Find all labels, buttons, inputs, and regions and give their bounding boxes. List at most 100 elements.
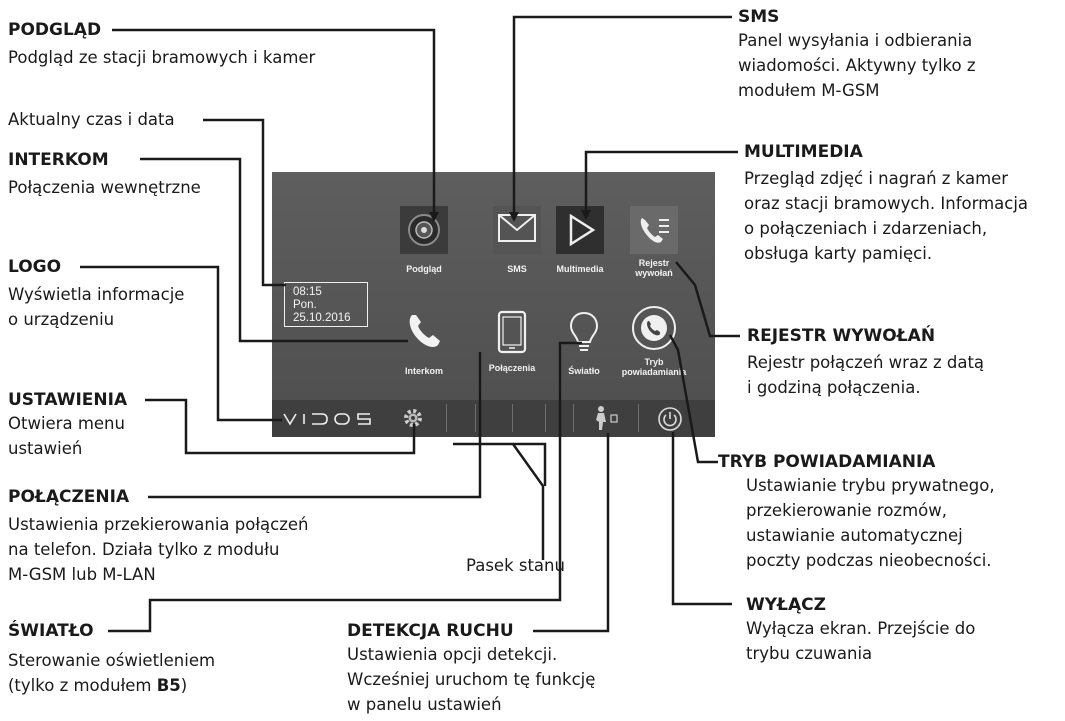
annotation-title: WYŁĄCZ xyxy=(746,595,826,615)
power-icon xyxy=(658,407,682,431)
annotation-desc: wiadomości. Aktywny tylko z xyxy=(738,56,976,75)
annotation-desc: oraz stacji bramowych. Informacja xyxy=(744,194,1029,213)
annotation-desc-part: ) xyxy=(180,676,188,695)
camera-icon xyxy=(408,214,440,246)
annotation-ustawienia: USTAWIENIA Otwiera menu ustawień xyxy=(8,389,127,461)
annotation-desc: Ustawienia opcji detekcji. xyxy=(347,645,558,664)
status-separator xyxy=(512,404,513,432)
call-log-icon xyxy=(640,218,669,243)
annotation-desc: Aktualny czas i data xyxy=(8,110,175,129)
annotation-desc: Rejestr połączeń wraz z datą xyxy=(747,353,985,372)
vidos-logo[interactable] xyxy=(282,410,382,432)
annotation-desc: (tylko z modułem B5) xyxy=(8,673,215,698)
status-separator xyxy=(475,404,476,432)
leader-podglad xyxy=(112,28,436,212)
annotation-desc: ustawianie automatycznej xyxy=(746,526,963,545)
clock-time: 08:15 xyxy=(293,286,322,298)
annotation-desc: o urządzeniu xyxy=(8,310,115,329)
motion-detection-icon xyxy=(596,406,618,430)
annotation-detekcja: DETEKCJA RUCHU Ustawienia opcji detekcji… xyxy=(347,620,595,717)
annotation-desc: o połączeniach i zdarzeniach, xyxy=(744,219,988,238)
leader-rejestr xyxy=(675,261,740,338)
annotation-title: DETEKCJA RUCHU xyxy=(347,621,514,641)
annotation-title: ŚWIATŁO xyxy=(8,621,94,641)
tile-tryb-label-2: powiadamiania xyxy=(621,367,687,377)
annotation-desc: obsługa karty pamięci. xyxy=(744,244,933,263)
annotation-desc: Wyświetla informacje xyxy=(8,285,185,304)
tile-multimedia[interactable] xyxy=(556,206,604,254)
tile-tryb[interactable] xyxy=(630,304,678,352)
tile-polaczenia[interactable] xyxy=(488,307,536,355)
tile-podglad-label: Podgląd xyxy=(406,264,442,274)
motion-detection-button[interactable] xyxy=(590,404,624,436)
clock-widget: 08:15 Pon. 25.10.2016 xyxy=(284,282,368,327)
annotation-title: PODGLĄD xyxy=(8,20,102,40)
lightbulb-icon xyxy=(569,311,599,351)
annotation-title: TRYB POWIADAMIANIA xyxy=(718,452,936,472)
annotation-title: USTAWIENIA xyxy=(8,390,128,410)
leader-sms xyxy=(512,15,732,212)
annotation-desc: trybu czuwania xyxy=(746,644,873,663)
annotation-desc: poczty podczas nieobecności. xyxy=(746,551,992,570)
tile-polaczenia-label: Połączenia xyxy=(488,363,536,373)
annotation-desc: ustawień xyxy=(8,439,83,458)
annotation-logo: LOGO Wyświetla informacje o urządzeniu xyxy=(8,256,184,332)
tile-rejestr-label-2: wywołań xyxy=(635,268,673,278)
tablet-icon xyxy=(497,310,527,354)
leader-polaczenia xyxy=(148,352,482,499)
tile-multimedia-label: Multimedia xyxy=(556,264,604,274)
annotation-desc-part: (tylko z modułem xyxy=(8,676,157,695)
leader-pasek xyxy=(453,442,545,560)
annotation-title: INTERKOM xyxy=(8,150,109,170)
annotation-swiatlo: ŚWIATŁO Sterowanie oświetleniem (tylko z… xyxy=(8,620,215,698)
clock-day: Pon. xyxy=(293,299,317,311)
leader-swiatlo xyxy=(108,341,582,633)
annotation-desc: Przegląd zdjęć i nagrań z kamer xyxy=(744,169,1009,188)
power-button[interactable] xyxy=(656,405,684,437)
tile-interkom-label: Interkom xyxy=(404,366,443,376)
tile-sms-label: SMS xyxy=(507,264,527,274)
annotation-desc: M-GSM lub M-LAN xyxy=(8,565,156,584)
annotation-desc: Ustawienia przekierowania połączeń xyxy=(8,515,309,534)
annotation-title: REJESTR WYWOŁAŃ xyxy=(747,326,936,346)
annotation-podglad: PODGLĄD Podgląd ze stacji bramowych i ka… xyxy=(8,19,315,70)
annotation-desc: na telefon. Działa tylko z modułu xyxy=(8,540,280,559)
annotation-desc: Wyłącza ekran. Przejście do xyxy=(746,619,976,638)
annotation-desc: Połączenia wewnętrzne xyxy=(8,178,201,197)
annotation-desc: Otwiera menu xyxy=(8,414,125,433)
leader-pasek-2 xyxy=(513,442,547,486)
settings-gear-button[interactable] xyxy=(400,405,426,435)
tile-tryb-label-1: Tryb xyxy=(644,357,664,367)
annotation-title: LOGO xyxy=(8,257,62,277)
leader-ustawienia xyxy=(145,398,416,455)
status-bar xyxy=(272,400,715,437)
annotation-rejestr: REJESTR WYWOŁAŃ Rejestr połączeń wraz z … xyxy=(747,325,984,400)
tile-rejestr[interactable] xyxy=(630,206,678,254)
tile-podglad[interactable] xyxy=(400,206,448,254)
annotation-pasek: Pasek stanu xyxy=(466,553,565,578)
status-separator xyxy=(573,404,574,432)
annotation-desc: w panelu ustawień xyxy=(347,695,502,714)
annotation-desc: Wcześniej uruchom tę funkcję xyxy=(347,670,596,689)
tile-rejestr-label-1: Rejestr xyxy=(638,258,670,268)
tile-interkom[interactable] xyxy=(400,307,448,355)
leader-logo xyxy=(80,265,282,422)
status-separator xyxy=(638,404,639,432)
annotation-desc: Panel wysyłania i odbierania xyxy=(738,31,973,50)
annotation-tryb: TRYB POWIADAMIANIA Ustawianie trybu pryw… xyxy=(718,451,995,573)
annotation-interkom: INTERKOM Połączenia wewnętrzne xyxy=(8,149,201,200)
leader-tryb xyxy=(668,334,718,464)
gear-icon xyxy=(404,409,422,427)
logo-mark xyxy=(283,413,371,426)
leader-wylacz xyxy=(671,432,732,606)
leader-multimedia xyxy=(584,150,738,210)
annotation-desc: modułem M-GSM xyxy=(738,81,880,100)
play-icon xyxy=(569,213,596,247)
leader-interkom xyxy=(140,157,408,343)
tile-swiatlo[interactable] xyxy=(560,307,608,355)
leader-detekcja xyxy=(533,433,610,633)
annotation-polaczenia: POŁĄCZENIA Ustawienia przekierowania poł… xyxy=(8,486,308,587)
annotation-desc: i godziną połączenia. xyxy=(747,378,921,397)
status-separator xyxy=(446,404,447,432)
